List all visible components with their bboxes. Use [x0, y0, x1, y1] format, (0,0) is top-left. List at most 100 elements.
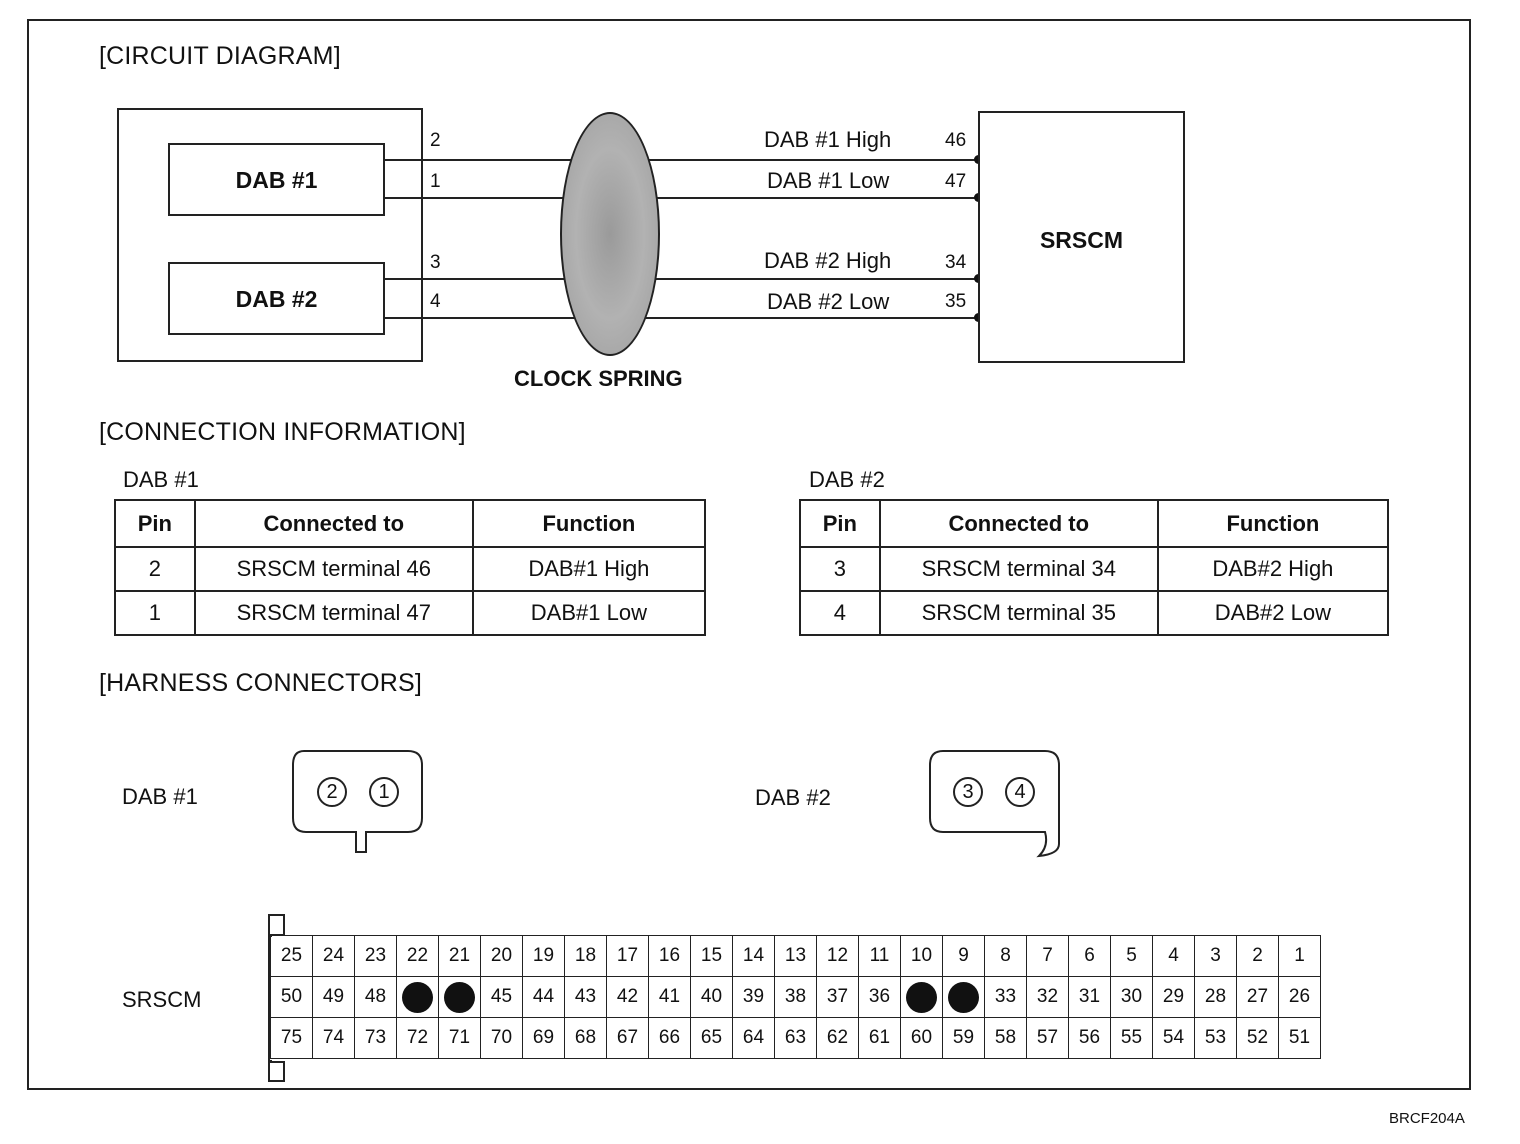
srscm-pin: 5 [1110, 935, 1153, 977]
table-header-row: Pin Connected to Function [799, 499, 1390, 548]
filled-pin-marker [948, 981, 979, 1013]
srscm-pin: 9 [942, 935, 985, 977]
srscm-pin: 6 [1068, 935, 1111, 977]
srscm-pin: 51 [1278, 1017, 1321, 1059]
section-title-circuit: [CIRCUIT DIAGRAM] [99, 42, 341, 70]
diagram-frame [27, 19, 1471, 1090]
srscm-pin: 19 [522, 935, 565, 977]
column-header: Pin [799, 499, 881, 548]
table-cell: 1 [114, 590, 196, 636]
dab2-connector-outline [929, 750, 1060, 858]
table-header-row: Pin Connected to Function [114, 499, 707, 548]
srscm-pin: 52 [1236, 1017, 1279, 1059]
table-cell: 2 [114, 546, 196, 592]
srscm-pin-used [396, 976, 439, 1018]
signal-label: DAB #2 Low [767, 289, 890, 314]
srscm-pin: 60 [900, 1017, 943, 1059]
srscm-pin: 72 [396, 1017, 439, 1059]
terminal-number: 34 [945, 252, 967, 273]
srscm-pin: 33 [984, 976, 1027, 1018]
srscm-pin: 28 [1194, 976, 1237, 1018]
harness-label-dab2: DAB #2 [755, 785, 831, 810]
pin-number: 1 [430, 171, 441, 192]
srscm-pin: 65 [690, 1017, 733, 1059]
srscm-module-label: SRSCM [1039, 227, 1124, 253]
srscm-pin: 54 [1152, 1017, 1195, 1059]
srscm-pin: 69 [522, 1017, 565, 1059]
dab1-module-label: DAB #1 [235, 167, 318, 193]
srscm-pin: 36 [858, 976, 901, 1018]
filled-pin-marker [402, 981, 433, 1013]
srscm-pin: 68 [564, 1017, 607, 1059]
column-header: Pin [114, 499, 196, 548]
srscm-pin-used [900, 976, 943, 1018]
srscm-pin: 66 [648, 1017, 691, 1059]
srscm-pin: 43 [564, 976, 607, 1018]
srscm-pin: 31 [1068, 976, 1111, 1018]
connector-pin: 3 [953, 777, 983, 807]
srscm-pin: 32 [1026, 976, 1069, 1018]
table-row: 4 SRSCM terminal 35 DAB#2 Low [799, 590, 1390, 636]
section-title-harness: [HARNESS CONNECTORS] [99, 669, 423, 697]
srscm-pin: 16 [648, 935, 691, 977]
srscm-pin: 71 [438, 1017, 481, 1059]
srscm-pin: 10 [900, 935, 943, 977]
srscm-pin: 2 [1236, 935, 1279, 977]
srscm-pin: 12 [816, 935, 859, 977]
column-header: Function [471, 499, 707, 548]
srscm-pin: 24 [312, 935, 355, 977]
table-cell: DAB#2 Low [1156, 590, 1390, 636]
signal-label: DAB #1 Low [767, 168, 890, 193]
connector-pin: 1 [369, 777, 399, 807]
table-row: 3 SRSCM terminal 34 DAB#2 High [799, 546, 1390, 592]
srscm-pin: 58 [984, 1017, 1027, 1059]
srscm-pin: 21 [438, 935, 481, 977]
table-cell: 4 [799, 590, 881, 636]
srscm-pin: 3 [1194, 935, 1237, 977]
srscm-pin: 63 [774, 1017, 817, 1059]
signal-label: DAB #1 High [764, 127, 892, 152]
wire-dab1-high [384, 159, 978, 161]
filled-pin-marker [906, 981, 937, 1013]
table-cell: SRSCM terminal 35 [878, 590, 1159, 636]
wire-dab2-high [384, 278, 978, 280]
srscm-pin: 55 [1110, 1017, 1153, 1059]
signal-label: DAB #2 High [764, 248, 892, 273]
srscm-pin: 22 [396, 935, 439, 977]
connection-table-dab2: Pin Connected to Function 3 SRSCM termin… [799, 499, 1390, 636]
srscm-pin: 15 [690, 935, 733, 977]
table-caption-dab1: DAB #1 [123, 467, 199, 492]
column-header: Connected to [193, 499, 474, 548]
connector-pin: 4 [1005, 777, 1035, 807]
column-header: Connected to [878, 499, 1159, 548]
srscm-module: SRSCM [978, 111, 1185, 363]
srscm-pin: 61 [858, 1017, 901, 1059]
srscm-pin: 50 [270, 976, 313, 1018]
srscm-pin: 62 [816, 1017, 859, 1059]
harness-label-srscm: SRSCM [122, 987, 202, 1012]
dab1-module: DAB #1 [168, 143, 385, 216]
srscm-pin: 23 [354, 935, 397, 977]
srscm-pin: 4 [1152, 935, 1195, 977]
srscm-pin: 57 [1026, 1017, 1069, 1059]
column-header: Function [1156, 499, 1390, 548]
srscm-pin: 13 [774, 935, 817, 977]
srscm-pin: 39 [732, 976, 775, 1018]
filled-pin-marker [444, 981, 475, 1013]
srscm-pin: 49 [312, 976, 355, 1018]
terminal-number: 46 [945, 130, 967, 151]
srscm-pin: 53 [1194, 1017, 1237, 1059]
srscm-connector-tab [268, 1061, 285, 1082]
srscm-pin: 67 [606, 1017, 649, 1059]
section-title-connection: [CONNECTION INFORMATION] [99, 418, 466, 446]
dab1-connector-outline [292, 750, 423, 853]
srscm-pin: 29 [1152, 976, 1195, 1018]
table-cell: DAB#2 High [1156, 546, 1390, 592]
srscm-pin: 20 [480, 935, 523, 977]
srscm-pin-used [438, 976, 481, 1018]
terminal-number: 35 [945, 291, 967, 312]
srscm-pin: 74 [312, 1017, 355, 1059]
